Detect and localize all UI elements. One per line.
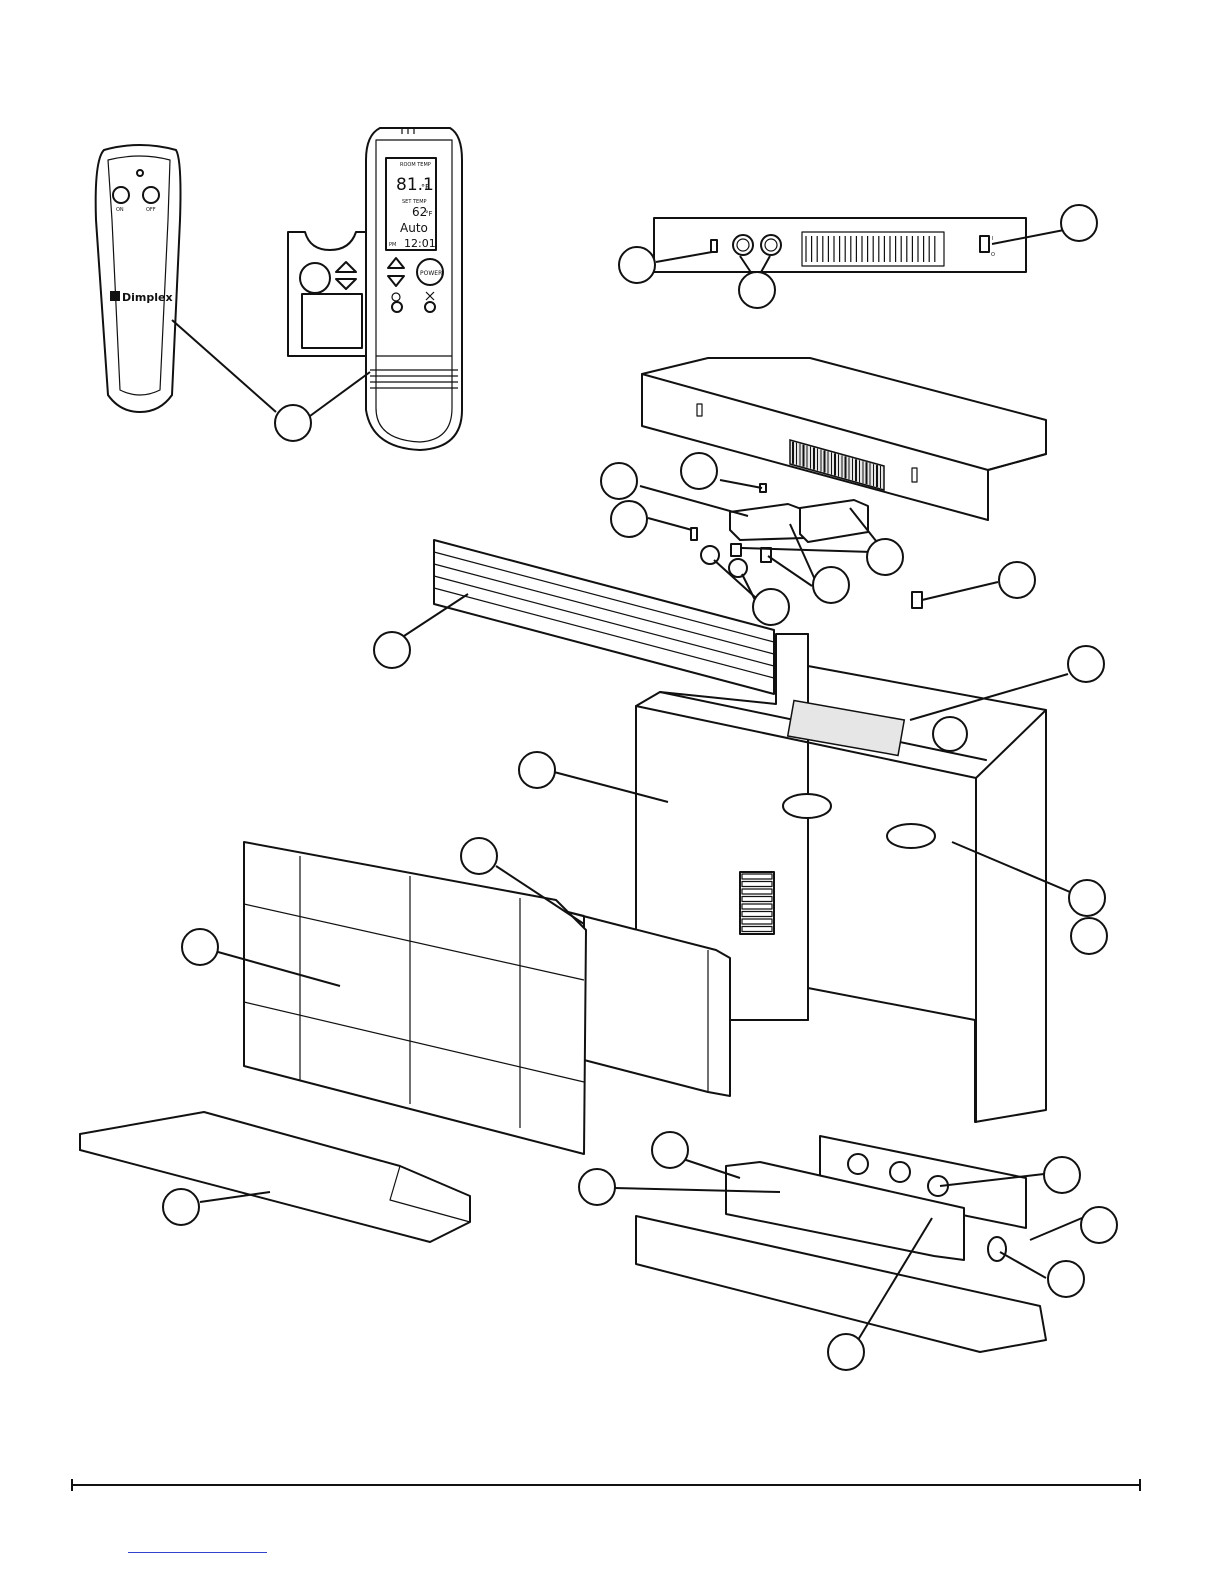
callout-receiver	[867, 539, 903, 575]
hearth-base	[80, 1112, 470, 1242]
control-panel: I O	[654, 218, 1026, 272]
dimplex-logo-icon	[110, 291, 120, 301]
simple-remote: ON OFF Dimplex	[96, 145, 181, 412]
callout-flicker-rod	[828, 1334, 864, 1370]
flicker-spindle-bracket	[740, 872, 774, 934]
log-tray-assembly	[636, 1136, 1046, 1352]
callout-firebox	[519, 752, 555, 788]
footer-link-underline[interactable]	[128, 1552, 267, 1553]
rocker-switch-component	[912, 592, 922, 608]
callout-small-switch	[611, 501, 647, 537]
switch-off-symbol: O	[991, 252, 995, 258]
on-label: ON	[116, 207, 124, 213]
callout-power-switch	[1061, 205, 1097, 241]
knob-component-2	[729, 559, 747, 577]
callout-log-set	[579, 1169, 615, 1205]
room-temp-unit: °F	[421, 183, 430, 192]
callout-rocker-switch	[999, 562, 1035, 598]
flame-knob[interactable]	[733, 235, 753, 255]
timer-button[interactable]	[392, 302, 402, 312]
main-power-switch[interactable]	[980, 236, 989, 252]
fan-button[interactable]	[425, 302, 435, 312]
callout-screw	[1081, 1207, 1117, 1243]
callout-remotes	[275, 405, 311, 441]
louver-assembly	[434, 540, 774, 694]
callout-thermal-cutout	[681, 453, 717, 489]
motor-component	[988, 1237, 1006, 1261]
callout-bulb-holder	[1071, 918, 1107, 954]
set-temp-unit: °F	[425, 210, 433, 218]
callout-motor	[1048, 1261, 1084, 1297]
callout-log-bulbs	[1044, 1157, 1080, 1193]
callout-control-knobs	[739, 272, 775, 308]
brand-name: Dimplex	[122, 291, 173, 304]
room-temp-label: ROOM TEMP	[400, 162, 431, 168]
light-bulb-left	[783, 794, 831, 818]
power-label: POWER	[420, 270, 442, 277]
switch-on-symbol: I	[992, 236, 993, 242]
callout-selector-switch	[619, 247, 655, 283]
callout-control-board	[601, 463, 637, 499]
off-label: OFF	[146, 207, 156, 213]
clock-time: 12:01	[404, 237, 436, 250]
top-hood	[642, 358, 1046, 520]
callout-bracket	[652, 1132, 688, 1168]
heat-knob[interactable]	[761, 235, 781, 255]
callout-front-grid	[182, 929, 218, 965]
callout-flame-screen	[461, 838, 497, 874]
callout-potentiometer	[813, 567, 849, 603]
mode-value: Auto	[400, 221, 428, 235]
callout-louvers	[374, 632, 410, 668]
light-bulb-right	[887, 824, 935, 848]
selector-switch[interactable]	[711, 240, 717, 252]
time-prefix: PM	[389, 242, 396, 248]
on-button[interactable]	[113, 187, 129, 203]
lcd-remote: ROOM TEMP 81.1 °F SET TEMP 62 °F Auto PM…	[288, 128, 462, 450]
callout-hearth	[163, 1189, 199, 1225]
callout-knob-components	[753, 589, 789, 625]
footer-rule	[72, 1479, 1140, 1491]
callout-blower	[1068, 646, 1104, 682]
off-button[interactable]	[143, 187, 159, 203]
callout-bulb	[1069, 880, 1105, 916]
front-grid-panel	[244, 842, 586, 1154]
